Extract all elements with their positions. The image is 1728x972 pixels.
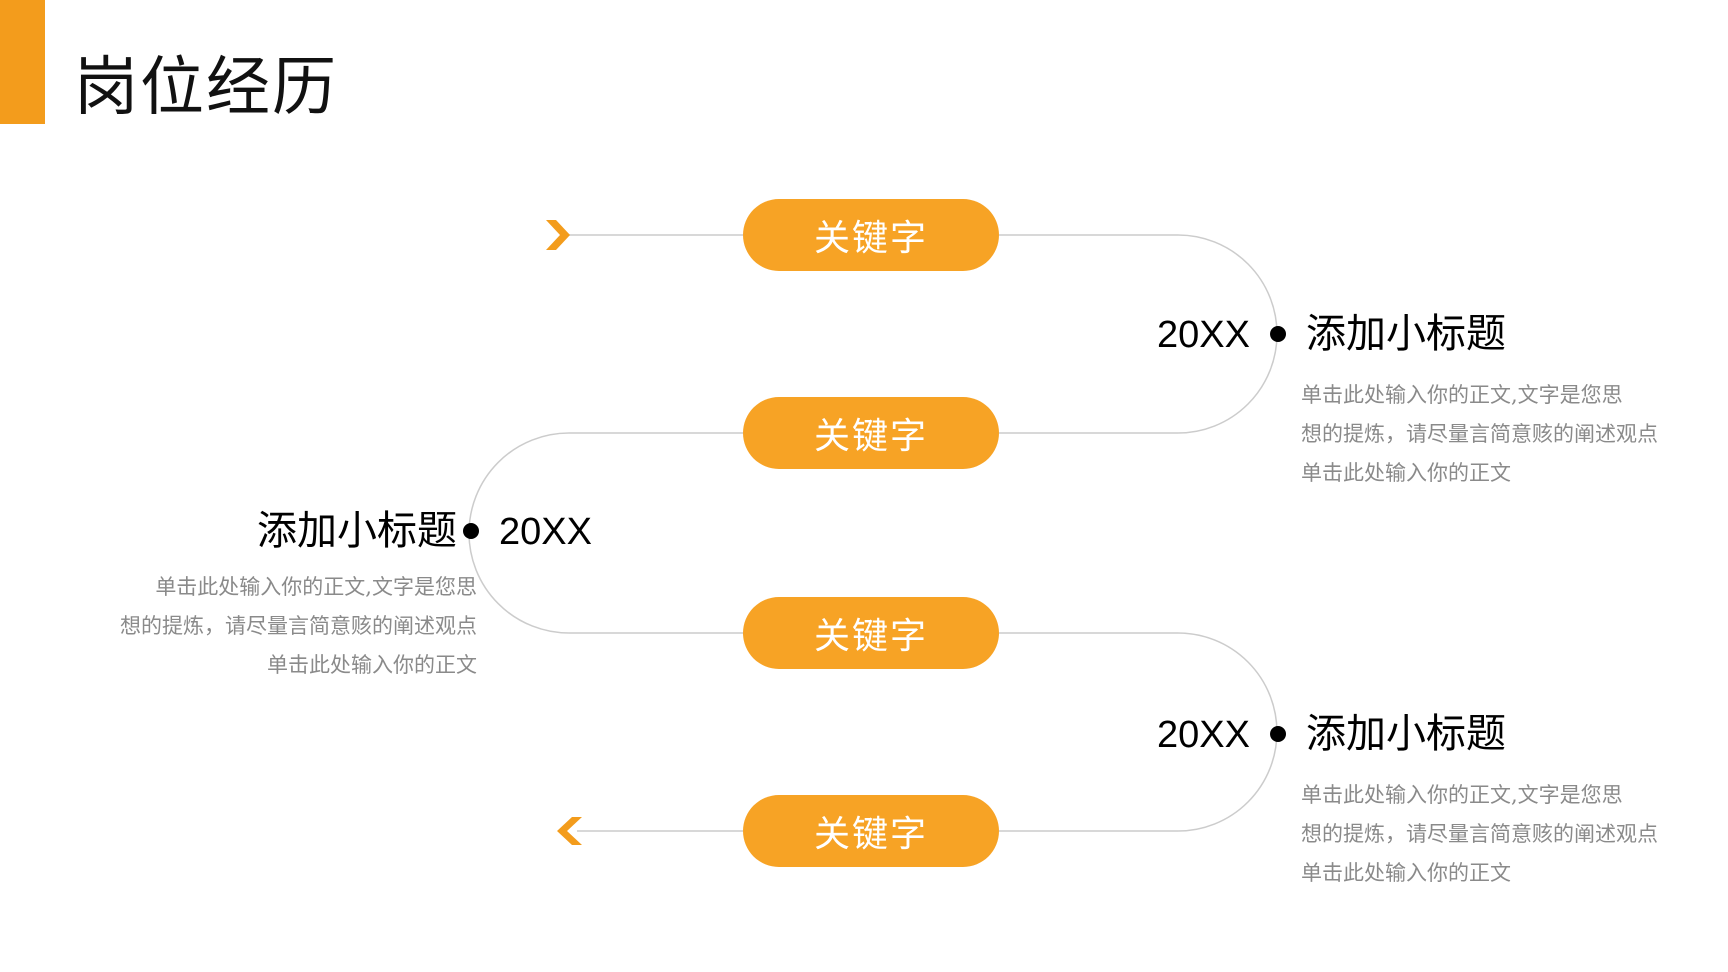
milestone-subtitle: 添加小标题 — [1306, 311, 1506, 357]
keyword-pill-1: 关键字 — [743, 199, 999, 271]
milestone-subtitle: 添加小标题 — [257, 508, 457, 554]
milestone-subtitle: 添加小标题 — [1306, 711, 1506, 757]
keyword-label: 关键字 — [813, 416, 928, 457]
keyword-label: 关键字 — [813, 616, 928, 657]
keyword-label: 关键字 — [813, 218, 928, 259]
chevron-right-icon — [546, 220, 570, 250]
milestone-year: 20XX — [1157, 714, 1250, 756]
milestone-description: 单击此处输入你的正文,文字是您思 想的提炼，请尽量言简意赅的阐述观点 单击此处输… — [120, 575, 477, 677]
page-title: 岗位经历 — [74, 51, 338, 125]
milestone-dot — [1270, 326, 1286, 342]
milestone-dot — [463, 523, 479, 539]
milestone-description: 单击此处输入你的正文,文字是您思 想的提炼，请尽量言简意赅的阐述观点 单击此处输… — [1301, 383, 1658, 485]
milestone-year: 20XX — [1157, 314, 1250, 356]
milestone-year: 20XX — [499, 511, 592, 553]
milestone-dot — [1270, 726, 1286, 742]
keyword-label: 关键字 — [813, 814, 928, 855]
keyword-pill-3: 关键字 — [743, 597, 999, 669]
keyword-pill-2: 关键字 — [743, 397, 999, 469]
title-accent-bar — [0, 0, 45, 124]
keyword-pill-4: 关键字 — [743, 795, 999, 867]
milestone-description: 单击此处输入你的正文,文字是您思 想的提炼，请尽量言简意赅的阐述观点 单击此处输… — [1301, 783, 1658, 885]
chevron-left-icon — [557, 817, 582, 845]
